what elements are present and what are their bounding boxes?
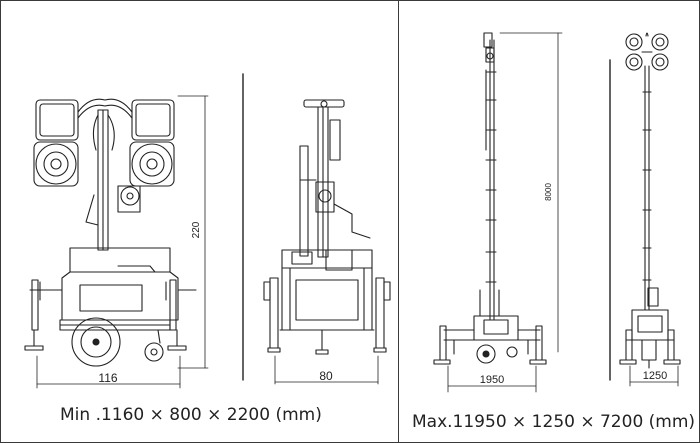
dim-extended-side-width: 1250: [643, 370, 667, 382]
dim-mast-height: 8000: [544, 183, 553, 201]
side-view-stowed: [263, 99, 391, 385]
panel-divider: [398, 0, 399, 443]
dim-side-width: 80: [319, 369, 333, 383]
caption-min-dimensions: Min .1160 × 800 × 2200 (mm): [60, 405, 322, 425]
front-view-stowed: [24, 95, 209, 389]
side-view-extended: [619, 32, 681, 387]
dim-extended-width: 1950: [480, 374, 504, 386]
caption-max-dimensions: Max.11950 × 1250 × 7200 (mm): [412, 412, 696, 432]
dim-front-height: 220: [191, 221, 202, 238]
front-view-extended: [433, 32, 563, 393]
dim-front-width: 116: [98, 371, 117, 385]
